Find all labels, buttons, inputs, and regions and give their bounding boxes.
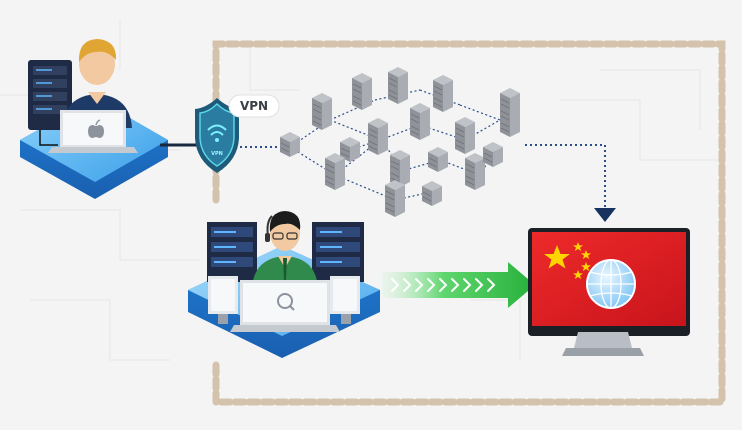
operator-laptop bbox=[230, 280, 340, 332]
refresh-logo-icon bbox=[277, 293, 295, 311]
svg-text:VPN: VPN bbox=[211, 151, 223, 157]
user-workstation bbox=[20, 39, 168, 199]
chevron-arrow-icon bbox=[382, 262, 535, 308]
globe-icon bbox=[586, 259, 636, 309]
operator-monitor-left bbox=[208, 276, 238, 324]
operator-workstation bbox=[188, 211, 380, 358]
server-stack-icon bbox=[279, 66, 521, 218]
user-laptop bbox=[48, 110, 138, 153]
network-to-monitor-connector bbox=[525, 144, 616, 222]
operator-server-rack-right bbox=[312, 222, 364, 282]
vpn-label: VPN bbox=[240, 99, 268, 113]
vpn-shield-icon: VPN bbox=[195, 98, 239, 173]
operator-monitor-right bbox=[330, 276, 360, 324]
operator-avatar bbox=[252, 211, 318, 288]
server-network-cloud bbox=[279, 66, 521, 218]
apple-logo-icon bbox=[88, 119, 104, 138]
network-boundary-frame bbox=[212, 40, 726, 406]
flag-stars bbox=[544, 242, 591, 279]
vpn-label-badge: VPN bbox=[228, 94, 280, 118]
destination-monitor bbox=[528, 228, 690, 356]
operator-server-rack-left bbox=[207, 222, 257, 282]
